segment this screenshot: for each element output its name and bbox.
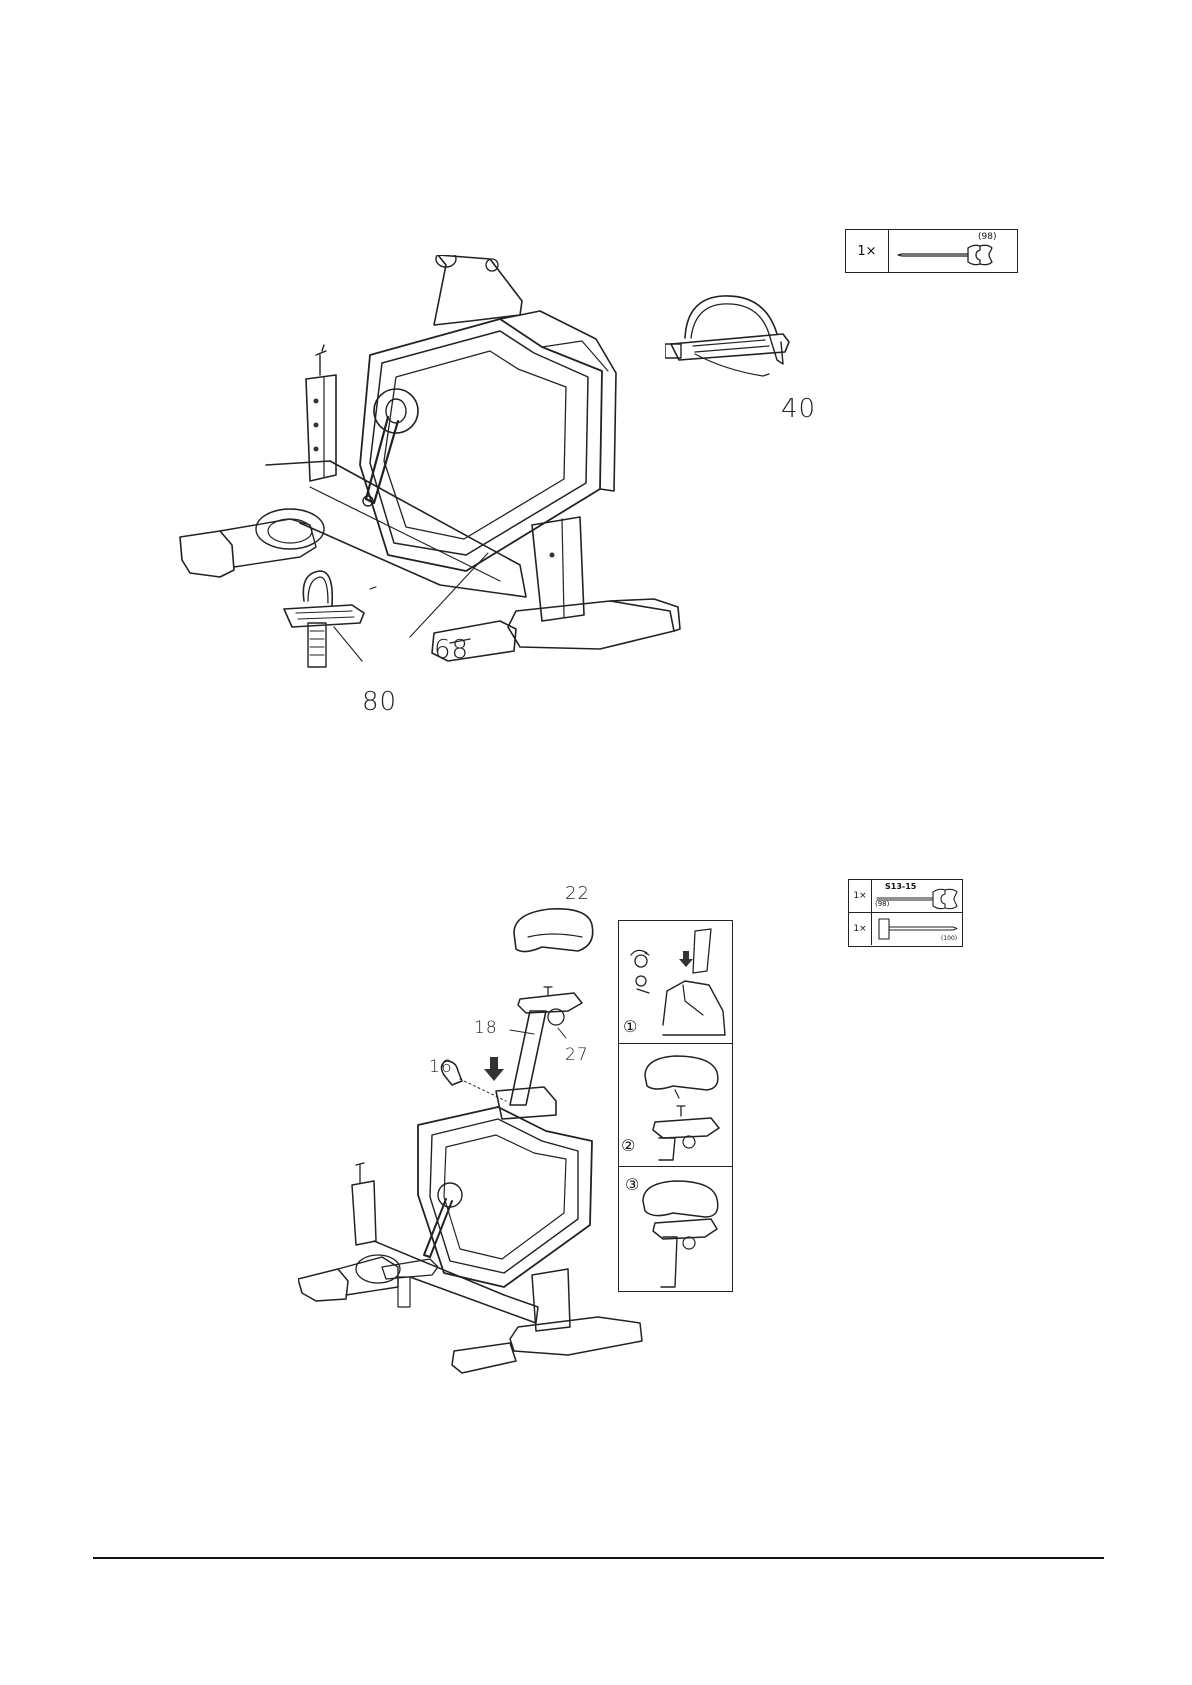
pedal-left-illustration — [280, 565, 390, 675]
callout-seat-post: 18 — [474, 1018, 498, 1038]
seat-attach-illustration — [623, 1048, 729, 1162]
callout-leaders — [500, 1020, 580, 1060]
callout-knob: 16 — [429, 1057, 453, 1077]
inset-step-3: ③ — [619, 1167, 732, 1293]
bike-seat-assembly-illustration — [298, 895, 658, 1375]
inset-step-number: ③ — [625, 1175, 639, 1194]
parts-box-step2: 1× S13-15 (98) 1× (100) — [848, 879, 963, 947]
inset-step-1: ① — [619, 921, 732, 1044]
inset-step-2: ② — [619, 1044, 732, 1167]
parts-row-hex-key: 1× (100) — [849, 913, 962, 945]
callout-frame: 68 — [434, 635, 469, 665]
seat-detail-inset: ① ② ③ — [618, 920, 733, 1292]
parts-ref: (98) — [978, 232, 996, 242]
wrench-icon — [875, 884, 961, 910]
parts-row-wrench: 1× S13-15 (98) — [849, 880, 962, 913]
parts-qty: 1× — [849, 880, 872, 912]
callout-pedal-left: 80 — [362, 687, 397, 717]
inset-step-number: ② — [621, 1136, 635, 1155]
seat-post-insert-illustration — [623, 925, 729, 1037]
inset-step-number: ① — [623, 1017, 637, 1036]
parts-qty: 1× — [846, 230, 889, 272]
parts-box-step1: 1× (98) — [845, 229, 1018, 273]
footer-rule — [93, 1557, 1104, 1559]
callout-pedal-right: 40 — [781, 394, 816, 424]
callout-seat: 22 — [565, 883, 590, 904]
parts-qty: 1× — [849, 913, 872, 945]
parts-ref: (100) — [941, 935, 957, 942]
